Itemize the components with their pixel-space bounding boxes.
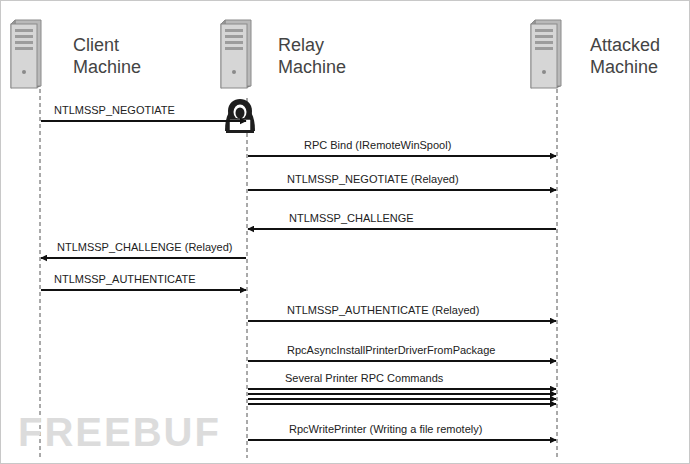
message-arrow: [41, 120, 246, 122]
message-label: NTLMSSP_CHALLENGE (Relayed): [55, 241, 234, 254]
message-arrow: [248, 189, 556, 191]
message-arrow: [41, 257, 246, 259]
lifeline: [557, 89, 558, 458]
message-label: RPC Bind (IRemoteWinSpool): [302, 139, 453, 152]
server-icon: [531, 20, 561, 88]
message-arrow: [248, 403, 556, 405]
message-arrow: [248, 228, 556, 230]
server-icons: [11, 20, 561, 88]
message-label: RpcAsyncInstallPrinterDriverFromPackage: [285, 344, 497, 357]
lifelines: [40, 89, 557, 458]
machine-label: Relay Machine: [278, 34, 368, 78]
message-label: NTLMSSP_NEGOTIATE (Relayed): [285, 173, 461, 186]
message-label: RpcWritePrinter (Writing a file remotely…: [287, 423, 484, 436]
machine-name: Relay Machine: [278, 34, 368, 78]
lifeline: [247, 98, 248, 458]
message-label: NTLMSSP_AUTHENTICATE (Relayed): [285, 304, 481, 317]
message-arrow: [248, 393, 556, 395]
message-arrow: [41, 289, 246, 291]
message-arrow: [248, 439, 556, 441]
server-icon: [11, 20, 41, 88]
message-label: NTLMSSP_AUTHENTICATE: [52, 273, 198, 286]
machine-label: Attacked Machine: [590, 34, 680, 78]
message-label: NTLMSSP_CHALLENGE: [287, 212, 416, 225]
message-label: NTLMSSP_NEGOTIATE: [52, 104, 177, 117]
machine-name: Client Machine: [73, 34, 163, 78]
hacker-icon: [225, 99, 255, 133]
server-icon: [221, 20, 251, 88]
message-arrow: [248, 360, 556, 362]
message-label: Several Printer RPC Commands: [283, 372, 445, 385]
watermark: FREEBUF: [18, 410, 221, 455]
machine-label: Client Machine: [73, 34, 163, 78]
lifeline: [40, 89, 41, 458]
message-arrow: [248, 320, 556, 322]
message-arrow: [248, 388, 556, 390]
machine-name: Attacked Machine: [590, 34, 680, 78]
message-arrow: [248, 398, 556, 400]
message-arrow: [248, 155, 556, 157]
